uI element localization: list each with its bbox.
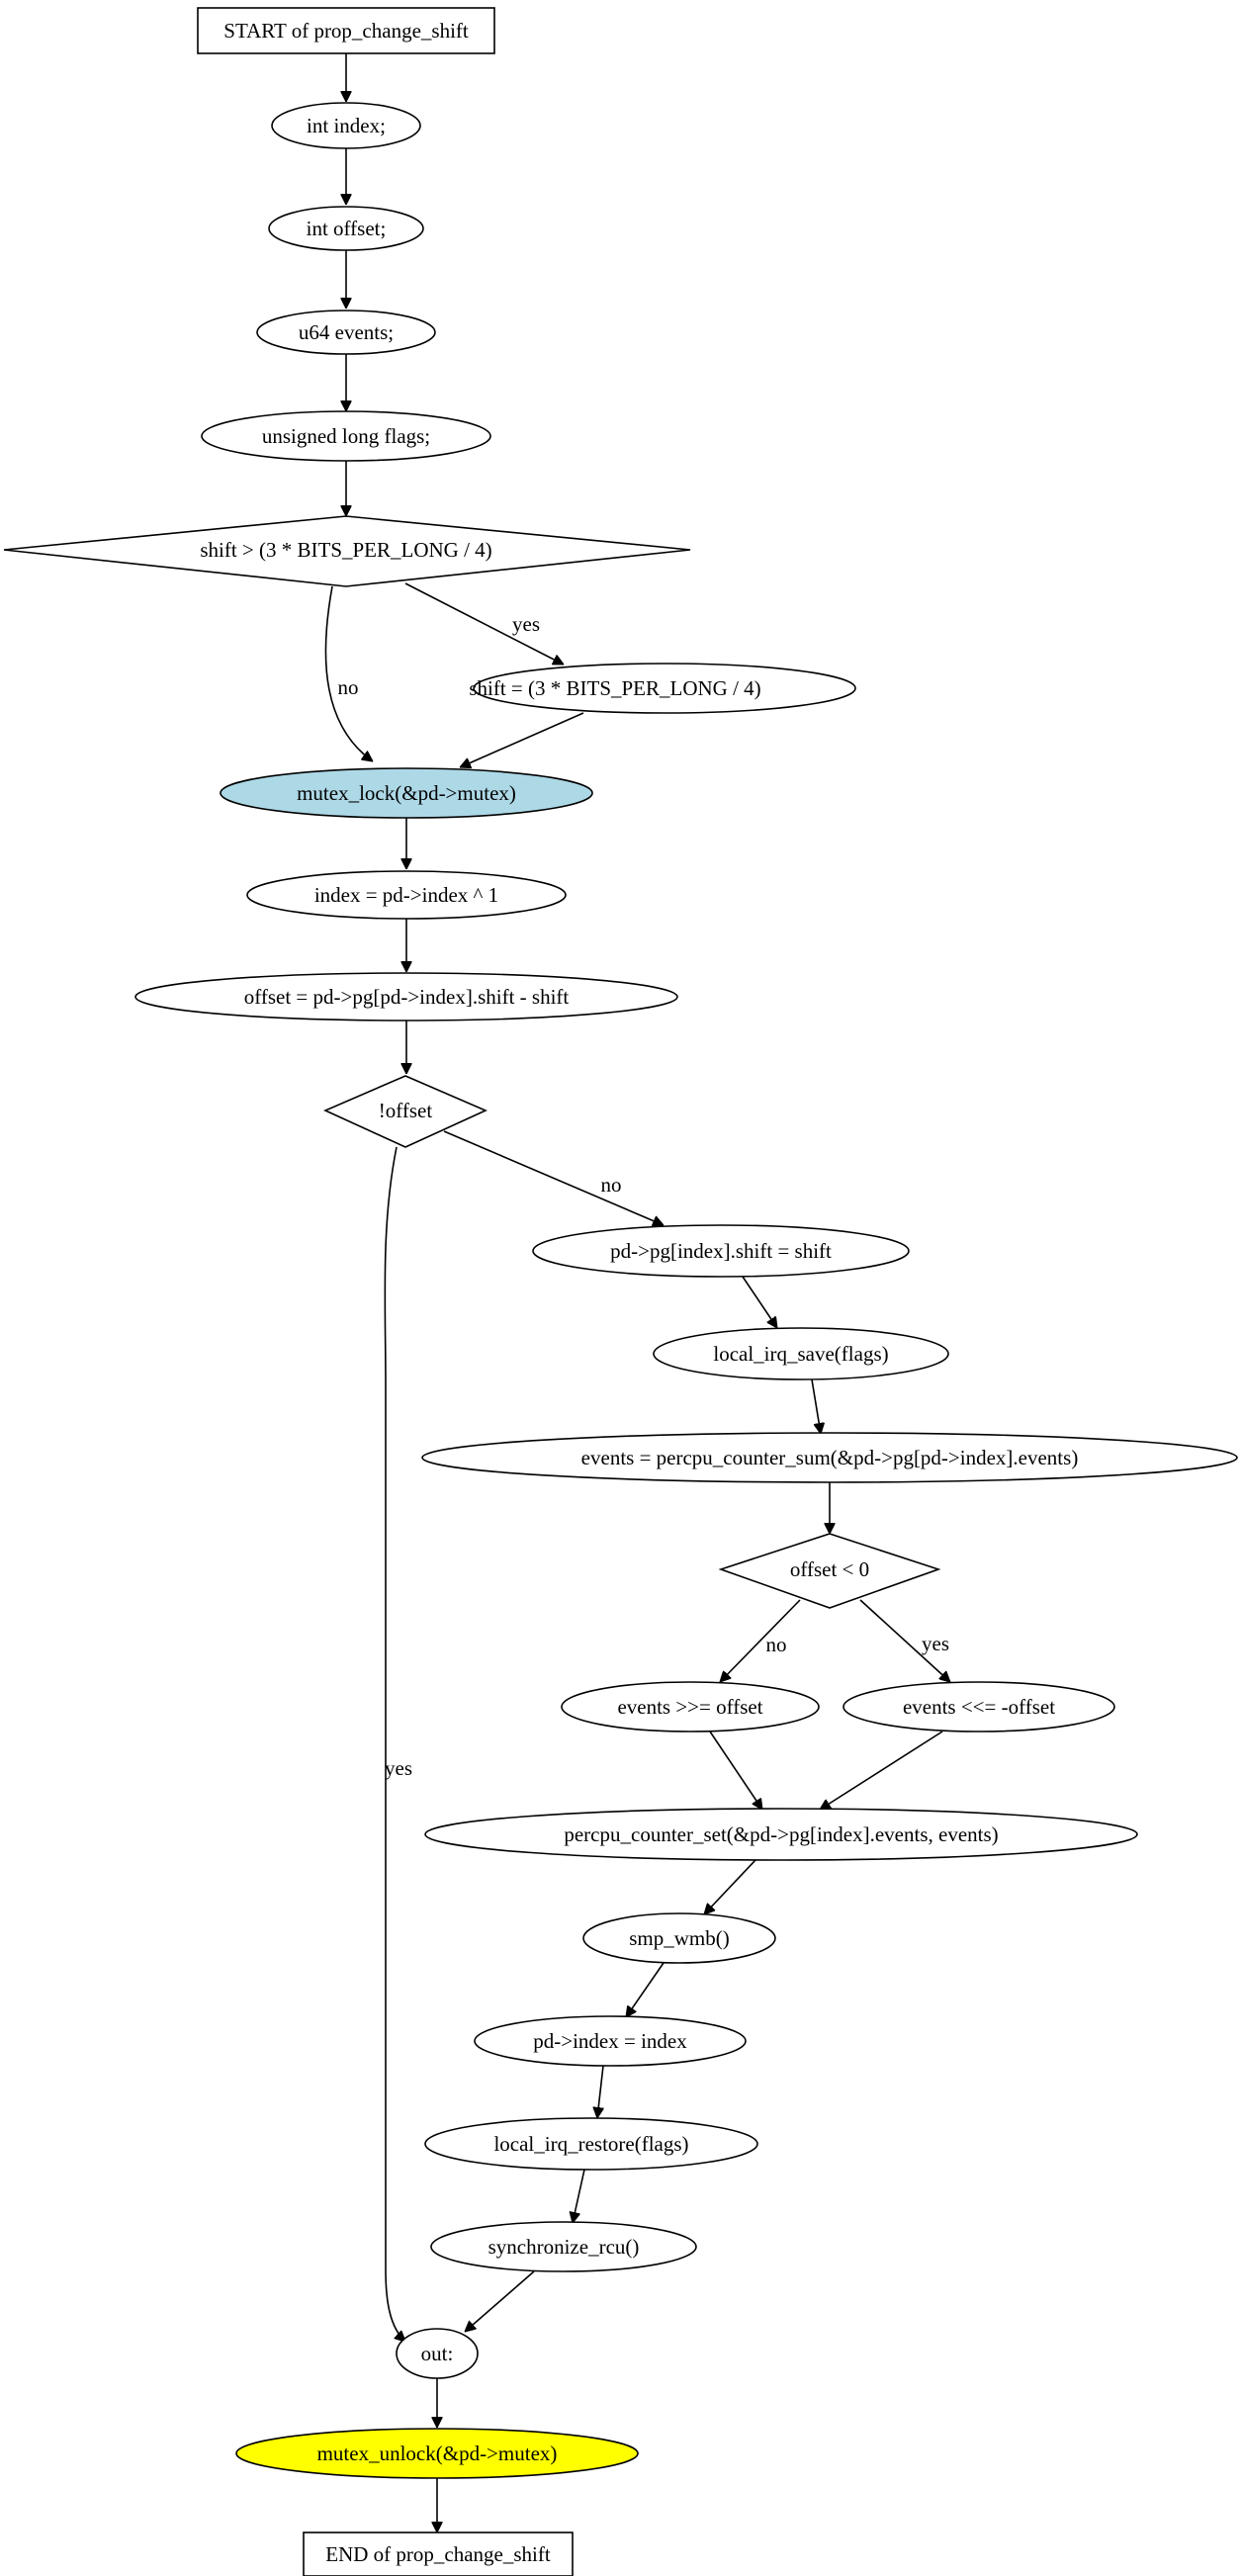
- node-irq-restore-label: local_irq_restore(flags): [493, 2132, 688, 2156]
- edge-assign-shift-to-lock: [460, 712, 584, 767]
- node-assign-index-label: index = pd->index ^ 1: [314, 883, 498, 907]
- node-set-pd-index-label: pd->index = index: [533, 2029, 687, 2053]
- nodes: START of prop_change_shift int index; in…: [3, 7, 1238, 2576]
- edge-irq-save-to-sum: [811, 1378, 821, 1434]
- edge-label-neg-no: no: [766, 1633, 787, 1656]
- node-cond-shift: shift > (3 * BITS_PER_LONG / 4): [3, 515, 691, 587]
- node-assign-index: index = pd->index ^ 1: [246, 870, 567, 920]
- node-end-label: END of prop_change_shift: [325, 2542, 551, 2566]
- edge-cond-neg-yes: [859, 1599, 950, 1682]
- node-decl-index-label: int index;: [307, 114, 386, 137]
- node-out-label-text: out:: [421, 2342, 454, 2365]
- edge-set-to-wmb: [704, 1859, 756, 1914]
- node-out-label: out:: [396, 2328, 479, 2379]
- edge-cond-shift-no: [324, 585, 373, 761]
- node-decl-index: int index;: [271, 102, 421, 149]
- edges: [324, 53, 950, 2532]
- node-decl-offset-label: int offset;: [307, 217, 387, 240]
- node-mutex-unlock-label: mutex_unlock(&pd->mutex): [317, 2442, 558, 2465]
- node-smp-wmb-label: smp_wmb(): [629, 1926, 730, 1950]
- node-irq-restore: local_irq_restore(flags): [424, 2117, 758, 2171]
- node-counter-sum: events = percpu_counter_sum(&pd->pg[pd->…: [421, 1432, 1238, 1483]
- node-mutex-lock: mutex_lock(&pd->mutex): [220, 767, 593, 819]
- node-decl-events: u64 events;: [256, 310, 436, 355]
- edge-labels: yes no no yes no yes: [338, 612, 950, 1780]
- node-assign-shift-label: shift = (3 * BITS_PER_LONG / 4): [469, 676, 760, 700]
- node-decl-events-label: u64 events;: [299, 320, 394, 344]
- edge-label-offset-no: no: [601, 1173, 622, 1197]
- node-decl-flags-label: unsigned long flags;: [262, 424, 430, 448]
- node-mutex-lock-label: mutex_lock(&pd->mutex): [297, 781, 516, 805]
- node-cond-offset: !offset: [323, 1075, 488, 1148]
- node-cond-offset-neg: offset < 0: [718, 1533, 941, 1609]
- edge-cond-neg-no: [720, 1599, 801, 1682]
- edge-shift-left-to-set: [820, 1731, 943, 1811]
- edge-pg-shift-to-irq-save: [742, 1276, 777, 1328]
- node-end: END of prop_change_shift: [303, 2532, 574, 2576]
- node-counter-sum-label: events = percpu_counter_sum(&pd->pg[pd->…: [581, 1446, 1079, 1469]
- node-assign-shift: shift = (3 * BITS_PER_LONG / 4): [469, 663, 856, 714]
- edge-cond-offset-yes: [384, 1146, 405, 2342]
- node-sync-rcu-label: synchronize_rcu(): [488, 2235, 640, 2259]
- node-irq-save: local_irq_save(flags): [653, 1327, 949, 1380]
- node-shift-left-label: events <<= -offset: [903, 1695, 1055, 1719]
- node-shift-left: events <<= -offset: [842, 1681, 1115, 1732]
- edge-label-offset-yes: yes: [385, 1756, 412, 1780]
- edge-sync-to-out: [465, 2270, 535, 2332]
- edge-cond-offset-no: [443, 1130, 664, 1225]
- node-set-pg-shift-label: pd->pg[index].shift = shift: [610, 1239, 832, 1263]
- edge-wmb-to-pd-index: [626, 1962, 665, 2017]
- node-decl-flags: unsigned long flags;: [201, 410, 491, 462]
- node-set-pd-index: pd->index = index: [474, 2015, 747, 2067]
- node-shift-right-label: events >>= offset: [617, 1695, 762, 1719]
- node-shift-right: events >>= offset: [561, 1681, 820, 1732]
- node-start: START of prop_change_shift: [197, 7, 495, 54]
- edge-label-shift-yes: yes: [512, 612, 540, 636]
- node-counter-set-label: percpu_counter_set(&pd->pg[index].events…: [564, 1822, 998, 1846]
- node-cond-offset-label: !offset: [379, 1099, 433, 1122]
- node-start-label: START of prop_change_shift: [223, 19, 469, 43]
- node-counter-set: percpu_counter_set(&pd->pg[index].events…: [424, 1808, 1138, 1861]
- edge-shift-right-to-set: [709, 1731, 762, 1810]
- node-assign-offset-label: offset = pd->pg[pd->index].shift - shift: [244, 985, 570, 1009]
- edge-pd-index-to-restore: [597, 2065, 604, 2118]
- node-irq-save-label: local_irq_save(flags): [713, 1342, 888, 1366]
- node-smp-wmb: smp_wmb(): [582, 1912, 776, 1964]
- node-set-pg-shift: pd->pg[index].shift = shift: [532, 1224, 910, 1278]
- edge-cond-shift-yes: [404, 582, 564, 666]
- node-assign-offset: offset = pd->pg[pd->index].shift - shift: [134, 972, 678, 1022]
- edge-restore-to-sync: [573, 2169, 585, 2223]
- node-decl-offset: int offset;: [268, 206, 424, 251]
- edge-label-neg-yes: yes: [922, 1632, 949, 1655]
- node-cond-offset-neg-label: offset < 0: [790, 1557, 869, 1581]
- node-mutex-unlock: mutex_unlock(&pd->mutex): [235, 2428, 639, 2479]
- node-cond-shift-label: shift > (3 * BITS_PER_LONG / 4): [200, 538, 491, 562]
- node-sync-rcu: synchronize_rcu(): [430, 2221, 697, 2272]
- edge-label-shift-no: no: [338, 675, 359, 699]
